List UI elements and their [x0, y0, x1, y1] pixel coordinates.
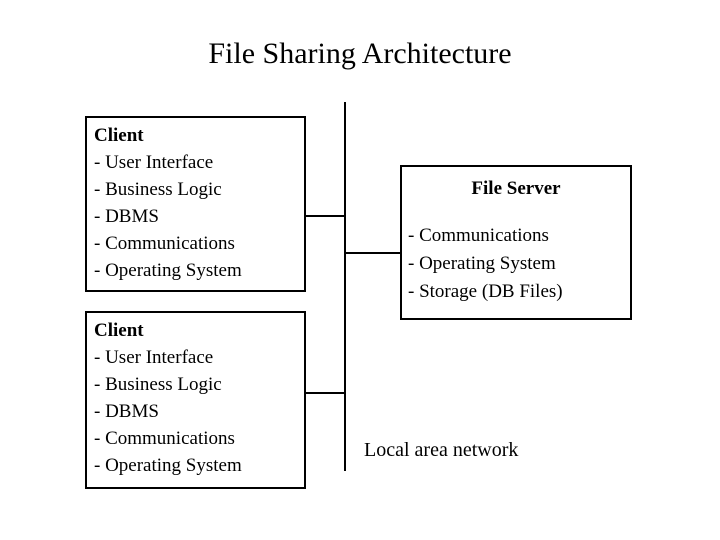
client-node-1-content: Client - User Interface - Business Logic…	[94, 122, 299, 284]
list-item: - Storage (DB Files)	[408, 281, 563, 302]
client-node-1-title: Client	[94, 125, 144, 146]
lan-label: Local area network	[364, 439, 519, 461]
client-node-2-title: Client	[94, 320, 144, 341]
file-server-node: File Server - Communications - Operating…	[400, 165, 632, 320]
list-item: - Communications	[94, 428, 235, 449]
list-item: - DBMS	[94, 401, 159, 422]
client-node-1: Client - User Interface - Business Logic…	[85, 116, 306, 292]
connector-client-2-to-lan	[306, 392, 346, 394]
file-server-node-title: File Server	[471, 178, 561, 199]
list-item: - DBMS	[94, 206, 159, 227]
list-item: - Operating System	[94, 260, 242, 281]
client-node-1-list: - User Interface - Business Logic - DBMS…	[94, 149, 299, 284]
list-item: - Operating System	[94, 455, 242, 476]
page-title: File Sharing Architecture	[208, 37, 512, 70]
list-item: - Communications	[408, 225, 549, 246]
list-item: - Business Logic	[94, 179, 222, 200]
list-item: - Business Logic	[94, 374, 222, 395]
file-server-node-list: - Communications - Operating System - St…	[408, 222, 624, 306]
lan-trunk-line	[344, 102, 346, 471]
list-item: - Communications	[94, 233, 235, 254]
connector-client-1-to-lan	[306, 215, 346, 217]
connector-lan-to-file-server	[344, 252, 402, 254]
client-node-2: Client - User Interface - Business Logic…	[85, 311, 306, 489]
file-server-node-content: File Server - Communications - Operating…	[408, 175, 624, 306]
list-item: - User Interface	[94, 152, 214, 173]
client-node-2-content: Client - User Interface - Business Logic…	[94, 317, 299, 479]
list-item: - Operating System	[408, 253, 556, 274]
client-node-2-list: - User Interface - Business Logic - DBMS…	[94, 344, 299, 479]
list-item: - User Interface	[94, 347, 214, 368]
